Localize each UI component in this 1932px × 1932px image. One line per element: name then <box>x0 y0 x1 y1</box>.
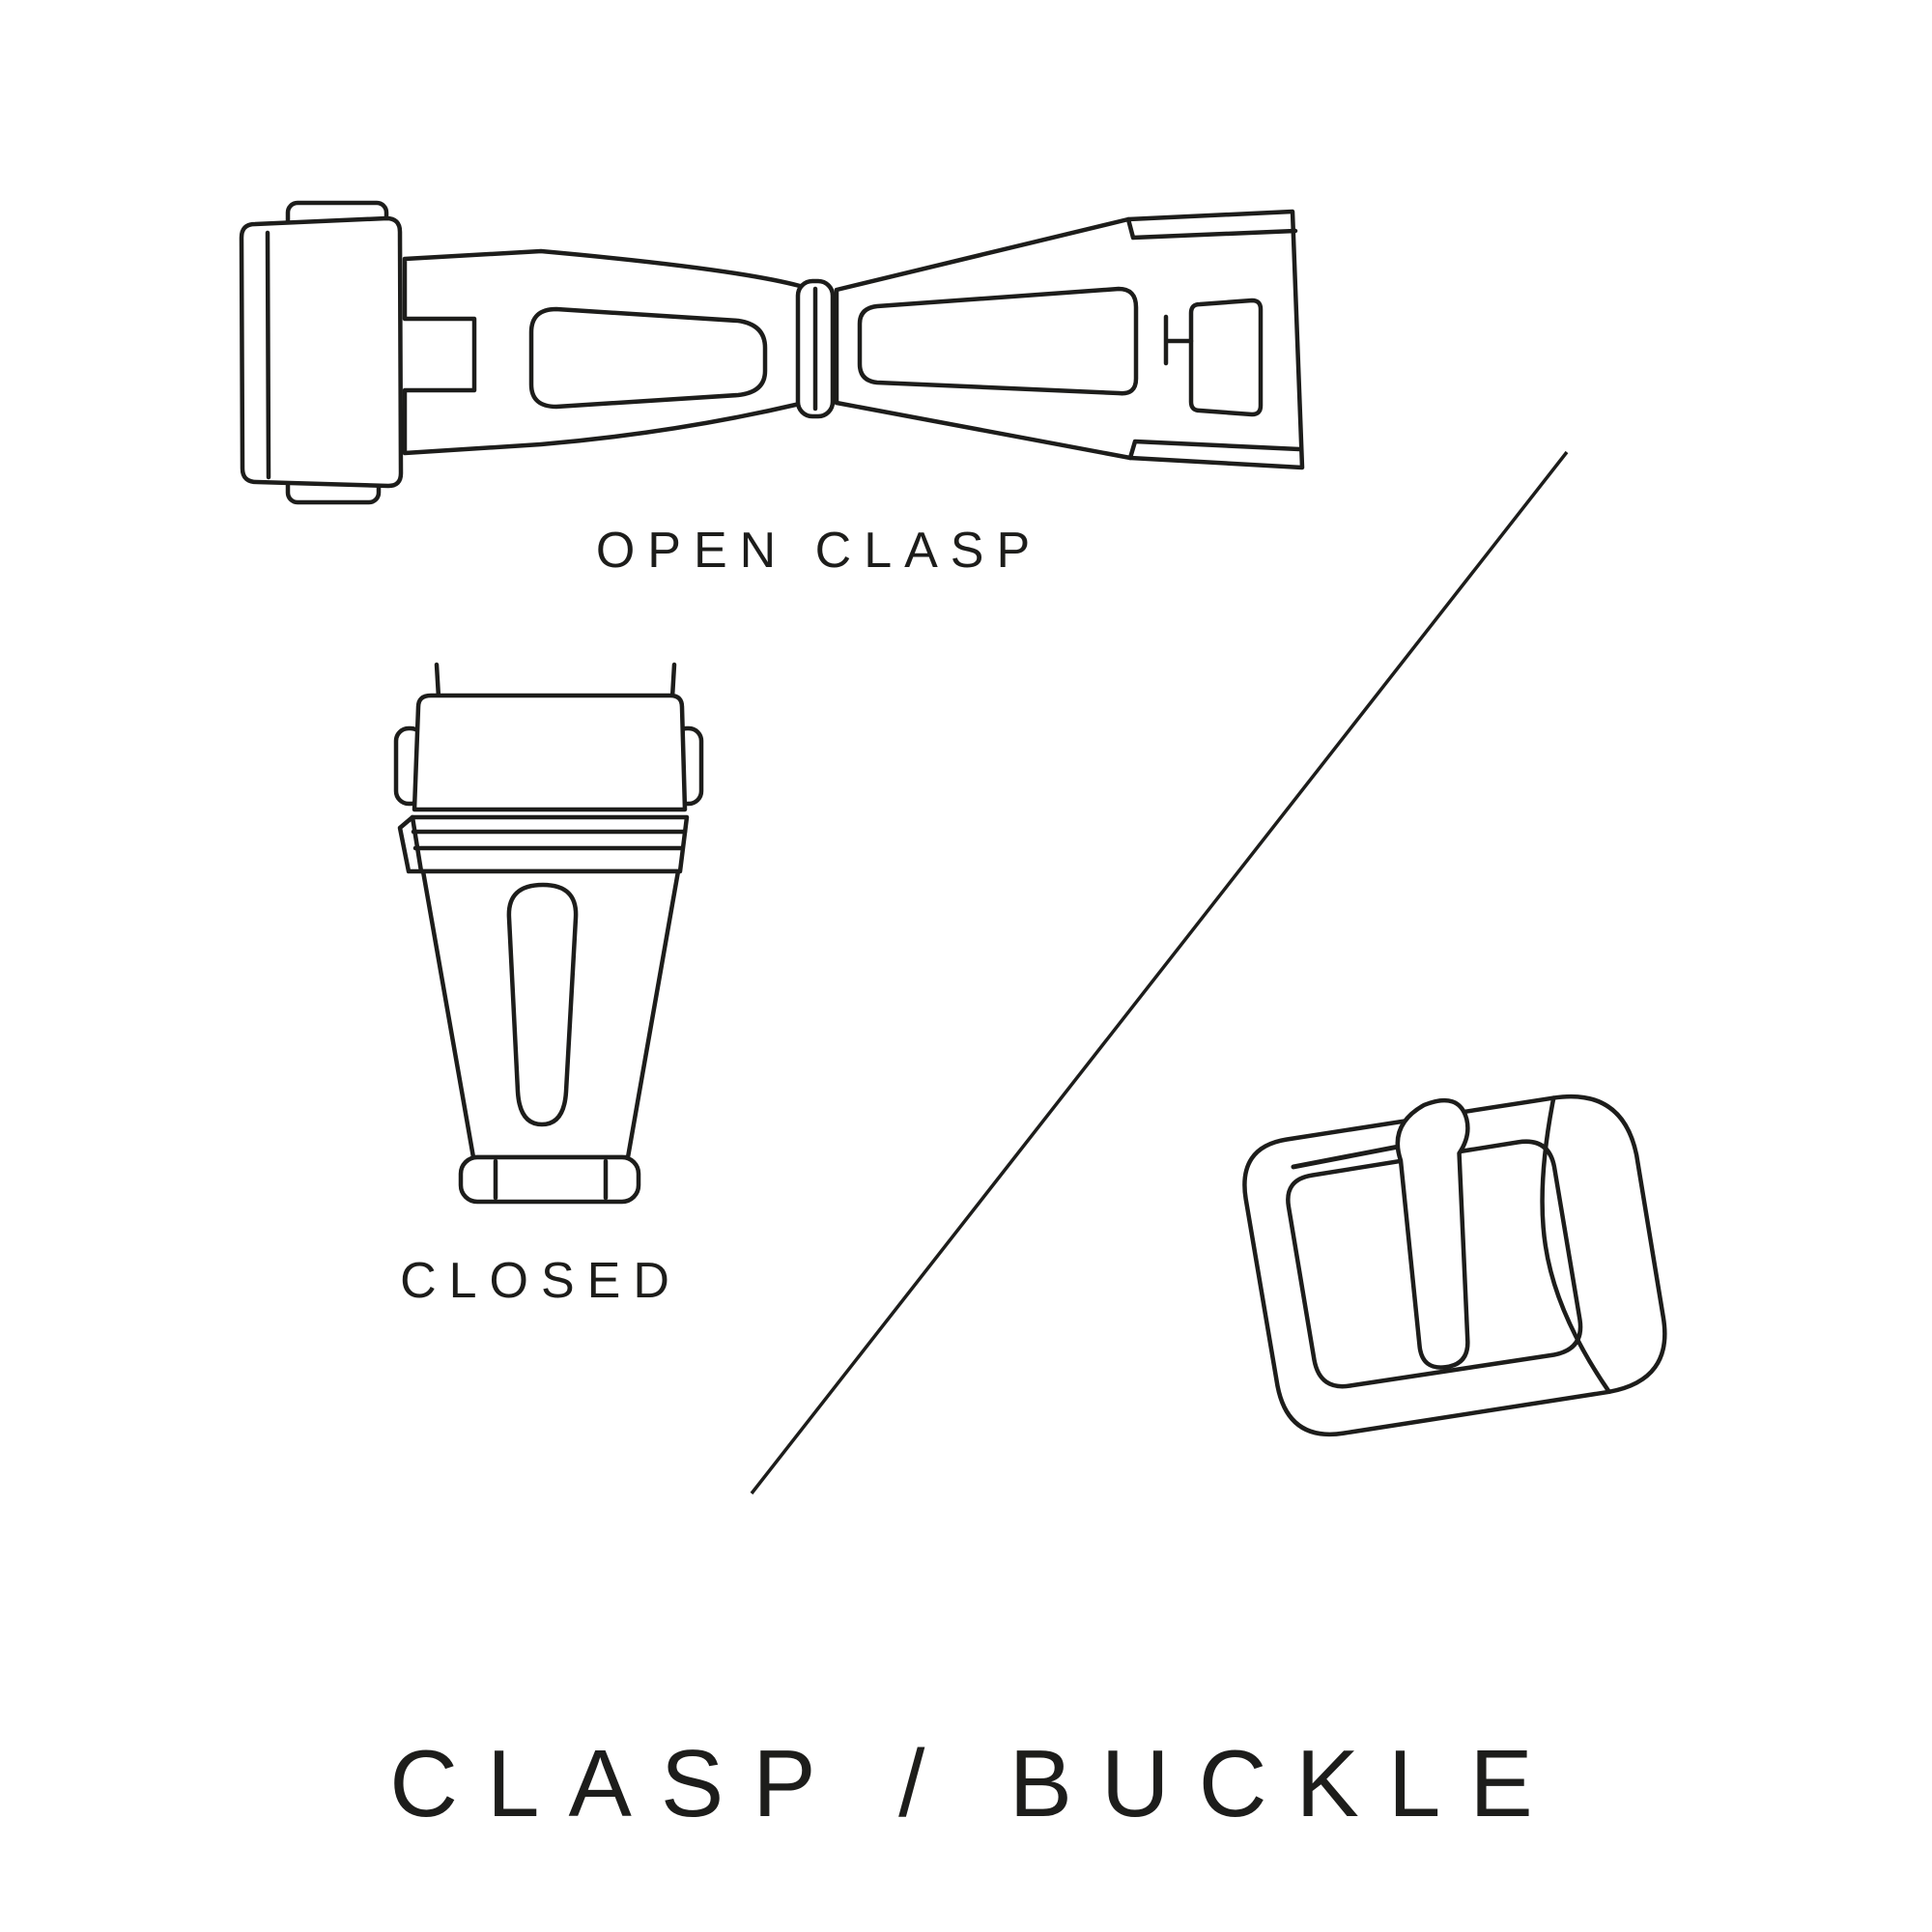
clasp-slot <box>506 882 579 1127</box>
left-link-window <box>528 306 768 410</box>
buckle-window <box>1286 1139 1583 1389</box>
fold-piece-inner-line <box>265 230 271 480</box>
open-clasp-illustration <box>239 200 1305 505</box>
catch-hook <box>1163 314 1194 366</box>
fold-piece-body <box>239 215 404 489</box>
closed-clasp-illustration <box>393 662 704 1205</box>
right-link-bottom-edge <box>1127 439 1302 461</box>
divider-line <box>750 450 1569 1495</box>
right-link-top-edge <box>1125 216 1298 241</box>
clasp-band <box>410 814 690 874</box>
clasp-bottom-cap <box>458 1154 641 1205</box>
right-link-window <box>857 286 1139 396</box>
closed-label: CLOSED <box>400 1253 682 1309</box>
clasp-prongs <box>434 662 677 700</box>
tang-buckle-illustration <box>1242 1094 1667 1436</box>
clasp-band-lines <box>411 829 688 851</box>
right-end-catch <box>1188 298 1264 417</box>
buckle-prong <box>1395 1097 1470 1370</box>
left-link <box>402 248 803 456</box>
buckle-spring-bar <box>1291 1143 1408 1170</box>
clasp-left-flap <box>397 814 424 874</box>
right-link <box>834 209 1305 470</box>
clasp-cap-lines <box>493 1158 609 1201</box>
clasp-body <box>420 868 681 1160</box>
open-clasp-label: OPEN CLASP <box>595 523 1043 579</box>
page-title: CLASP / BUCKLE <box>389 1730 1562 1836</box>
clasp-top-block <box>412 693 688 812</box>
